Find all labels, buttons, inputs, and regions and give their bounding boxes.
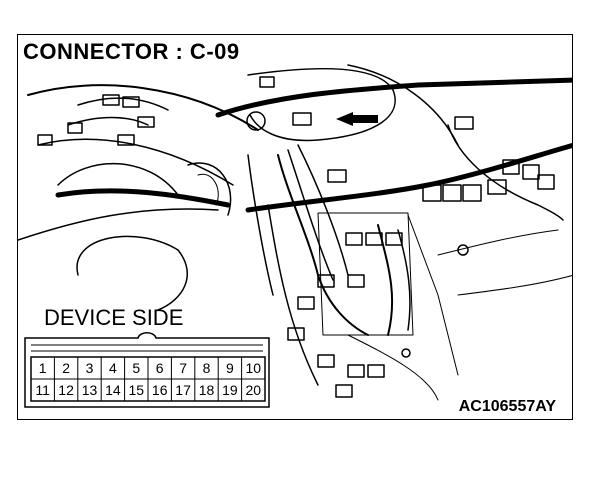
pin-label: 7 <box>179 360 187 376</box>
pin-label: 1 <box>39 360 47 376</box>
pin-label: 17 <box>175 382 191 398</box>
pin-label: 6 <box>156 360 164 376</box>
pin-label: 13 <box>82 382 98 398</box>
pointer-arrow-icon <box>336 112 378 126</box>
pin-label: 10 <box>246 360 262 376</box>
pin-label: 5 <box>132 360 140 376</box>
reference-code: AC106557AY <box>458 398 556 415</box>
pin-label: 16 <box>152 382 168 398</box>
wiring-harness-illustration <box>18 64 572 401</box>
pin-label: 12 <box>58 382 74 398</box>
pin-label: 3 <box>86 360 94 376</box>
pin-label: 20 <box>246 382 262 398</box>
pin-label: 18 <box>199 382 215 398</box>
connector-title: CONNECTOR : C-09 <box>23 39 240 64</box>
pin-label: 4 <box>109 360 117 376</box>
pin-label: 14 <box>105 382 121 398</box>
pin-label: 19 <box>222 382 238 398</box>
pin-label: 8 <box>203 360 211 376</box>
pin-label: 15 <box>129 382 145 398</box>
pin-label: 9 <box>226 360 234 376</box>
pin-label: 11 <box>35 382 50 398</box>
pin-label: 2 <box>62 360 70 376</box>
device-side-label: DEVICE SIDE <box>44 305 184 330</box>
